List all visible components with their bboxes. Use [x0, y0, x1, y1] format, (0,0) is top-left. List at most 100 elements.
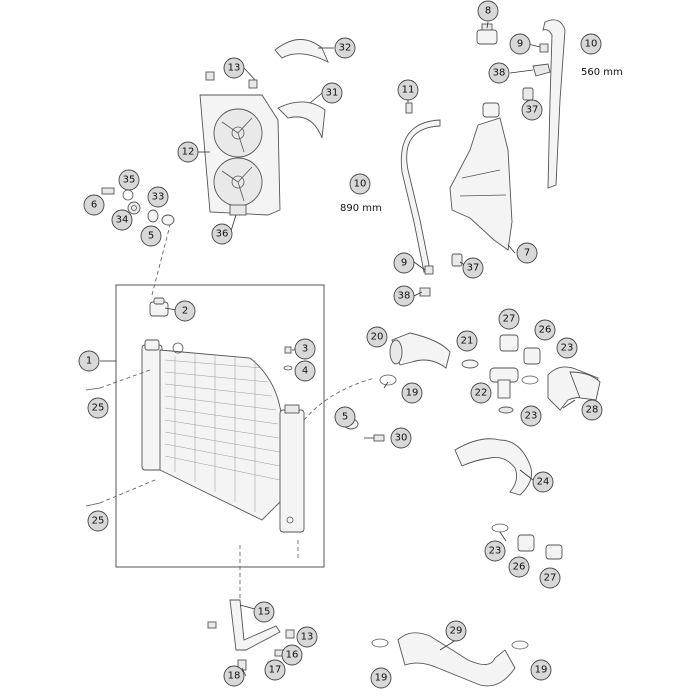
fan-fastener — [205, 71, 258, 89]
callout-19: 19 — [530, 659, 552, 681]
callout-19: 19 — [401, 382, 423, 404]
svg-text:27: 27 — [544, 573, 557, 584]
assembly-line — [99, 369, 151, 389]
svg-text:21: 21 — [461, 336, 474, 347]
svg-text:7: 7 — [524, 248, 530, 259]
svg-text:5: 5 — [148, 231, 154, 242]
svg-text:19: 19 — [375, 673, 388, 684]
svg-text:38: 38 — [398, 291, 411, 302]
callout-16: 16 — [281, 644, 303, 666]
hose-clamp — [379, 374, 397, 386]
svg-text:9: 9 — [401, 258, 407, 269]
svg-text:23: 23 — [561, 343, 574, 354]
hose-length-label: 560 mm — [581, 67, 623, 78]
callout-15: 15 — [253, 601, 275, 623]
svg-text:26: 26 — [539, 325, 552, 336]
svg-text:30: 30 — [395, 433, 408, 444]
svg-text:33: 33 — [152, 192, 165, 203]
callout-29: 29 — [445, 620, 467, 642]
svg-text:2: 2 — [182, 306, 188, 317]
callout-23: 23 — [484, 540, 506, 562]
callout-32: 32 — [334, 37, 356, 59]
callout-1: 1 — [78, 350, 100, 372]
bypass-hose — [371, 632, 529, 687]
hose-grommet — [451, 87, 534, 267]
svg-text:13: 13 — [228, 63, 241, 74]
expansion-tank — [449, 102, 513, 251]
callout-34: 34 — [111, 209, 133, 231]
tank-screw — [405, 102, 413, 114]
svg-text:23: 23 — [525, 411, 538, 422]
svg-text:10: 10 — [354, 179, 367, 190]
svg-text:25: 25 — [92, 516, 105, 527]
callout-10: 10 — [349, 173, 371, 195]
callout-24: 24 — [532, 471, 554, 493]
svg-text:37: 37 — [467, 263, 480, 274]
assembly-line — [303, 377, 376, 421]
callout-9: 9 — [509, 33, 531, 55]
callout-26: 26 — [508, 556, 530, 578]
thermostat-hose — [389, 332, 451, 369]
radiator-screw — [283, 346, 293, 371]
svg-text:17: 17 — [269, 665, 282, 676]
svg-text:32: 32 — [339, 43, 352, 54]
callout-9: 9 — [393, 252, 415, 274]
svg-text:4: 4 — [302, 366, 308, 377]
svg-text:20: 20 — [371, 332, 384, 343]
thermostat-housing — [461, 334, 541, 414]
svg-text:24: 24 — [537, 477, 550, 488]
callout-23: 23 — [520, 405, 542, 427]
svg-text:16: 16 — [286, 650, 299, 661]
svg-text:5: 5 — [342, 412, 348, 423]
svg-text:11: 11 — [402, 85, 415, 96]
callout-11: 11 — [397, 79, 419, 101]
callout-20: 20 — [366, 326, 388, 348]
callout-25: 25 — [87, 510, 109, 532]
hose-length-label: 890 mm — [340, 203, 382, 214]
callout-23: 23 — [556, 337, 578, 359]
svg-text:37: 37 — [526, 105, 539, 116]
callout-22: 22 — [470, 382, 492, 404]
svg-text:31: 31 — [326, 88, 339, 99]
callout-38: 38 — [393, 285, 415, 307]
callout-8: 8 — [477, 0, 499, 22]
callout-10: 10 — [580, 33, 602, 55]
svg-text:23: 23 — [489, 546, 502, 557]
bolt — [101, 187, 115, 195]
callout-2: 2 — [174, 300, 196, 322]
callout-5: 5 — [334, 406, 356, 428]
svg-text:28: 28 — [586, 405, 599, 416]
svg-text:19: 19 — [535, 665, 548, 676]
svg-text:19: 19 — [406, 388, 419, 399]
drain-screw — [373, 434, 385, 442]
callout-6: 6 — [83, 194, 105, 216]
callout-37: 37 — [521, 99, 543, 121]
svg-text:25: 25 — [92, 403, 105, 414]
svg-text:22: 22 — [475, 388, 488, 399]
svg-text:18: 18 — [228, 671, 241, 682]
radiator-group-frame — [115, 284, 325, 568]
callout-4: 4 — [294, 360, 316, 382]
rubber-plug — [161, 214, 175, 226]
water-pump-fittings — [491, 523, 563, 560]
washer — [122, 189, 134, 201]
radiator-cap — [149, 297, 169, 317]
tank-hose — [400, 119, 441, 273]
svg-text:29: 29 — [450, 626, 463, 637]
callout-33: 33 — [147, 186, 169, 208]
callout-36: 36 — [211, 223, 233, 245]
hose-fitting — [419, 63, 551, 297]
callout-21: 21 — [456, 330, 478, 352]
callout-17: 17 — [264, 659, 286, 681]
callout-35: 35 — [118, 169, 140, 191]
callout-26: 26 — [534, 319, 556, 341]
svg-text:3: 3 — [302, 344, 308, 355]
callout-38: 38 — [488, 62, 510, 84]
svg-text:8: 8 — [485, 6, 491, 17]
svg-text:9: 9 — [517, 39, 523, 50]
svg-text:15: 15 — [258, 607, 271, 618]
svg-text:38: 38 — [493, 68, 506, 79]
callout-12: 12 — [177, 141, 199, 163]
spacer — [147, 209, 159, 223]
